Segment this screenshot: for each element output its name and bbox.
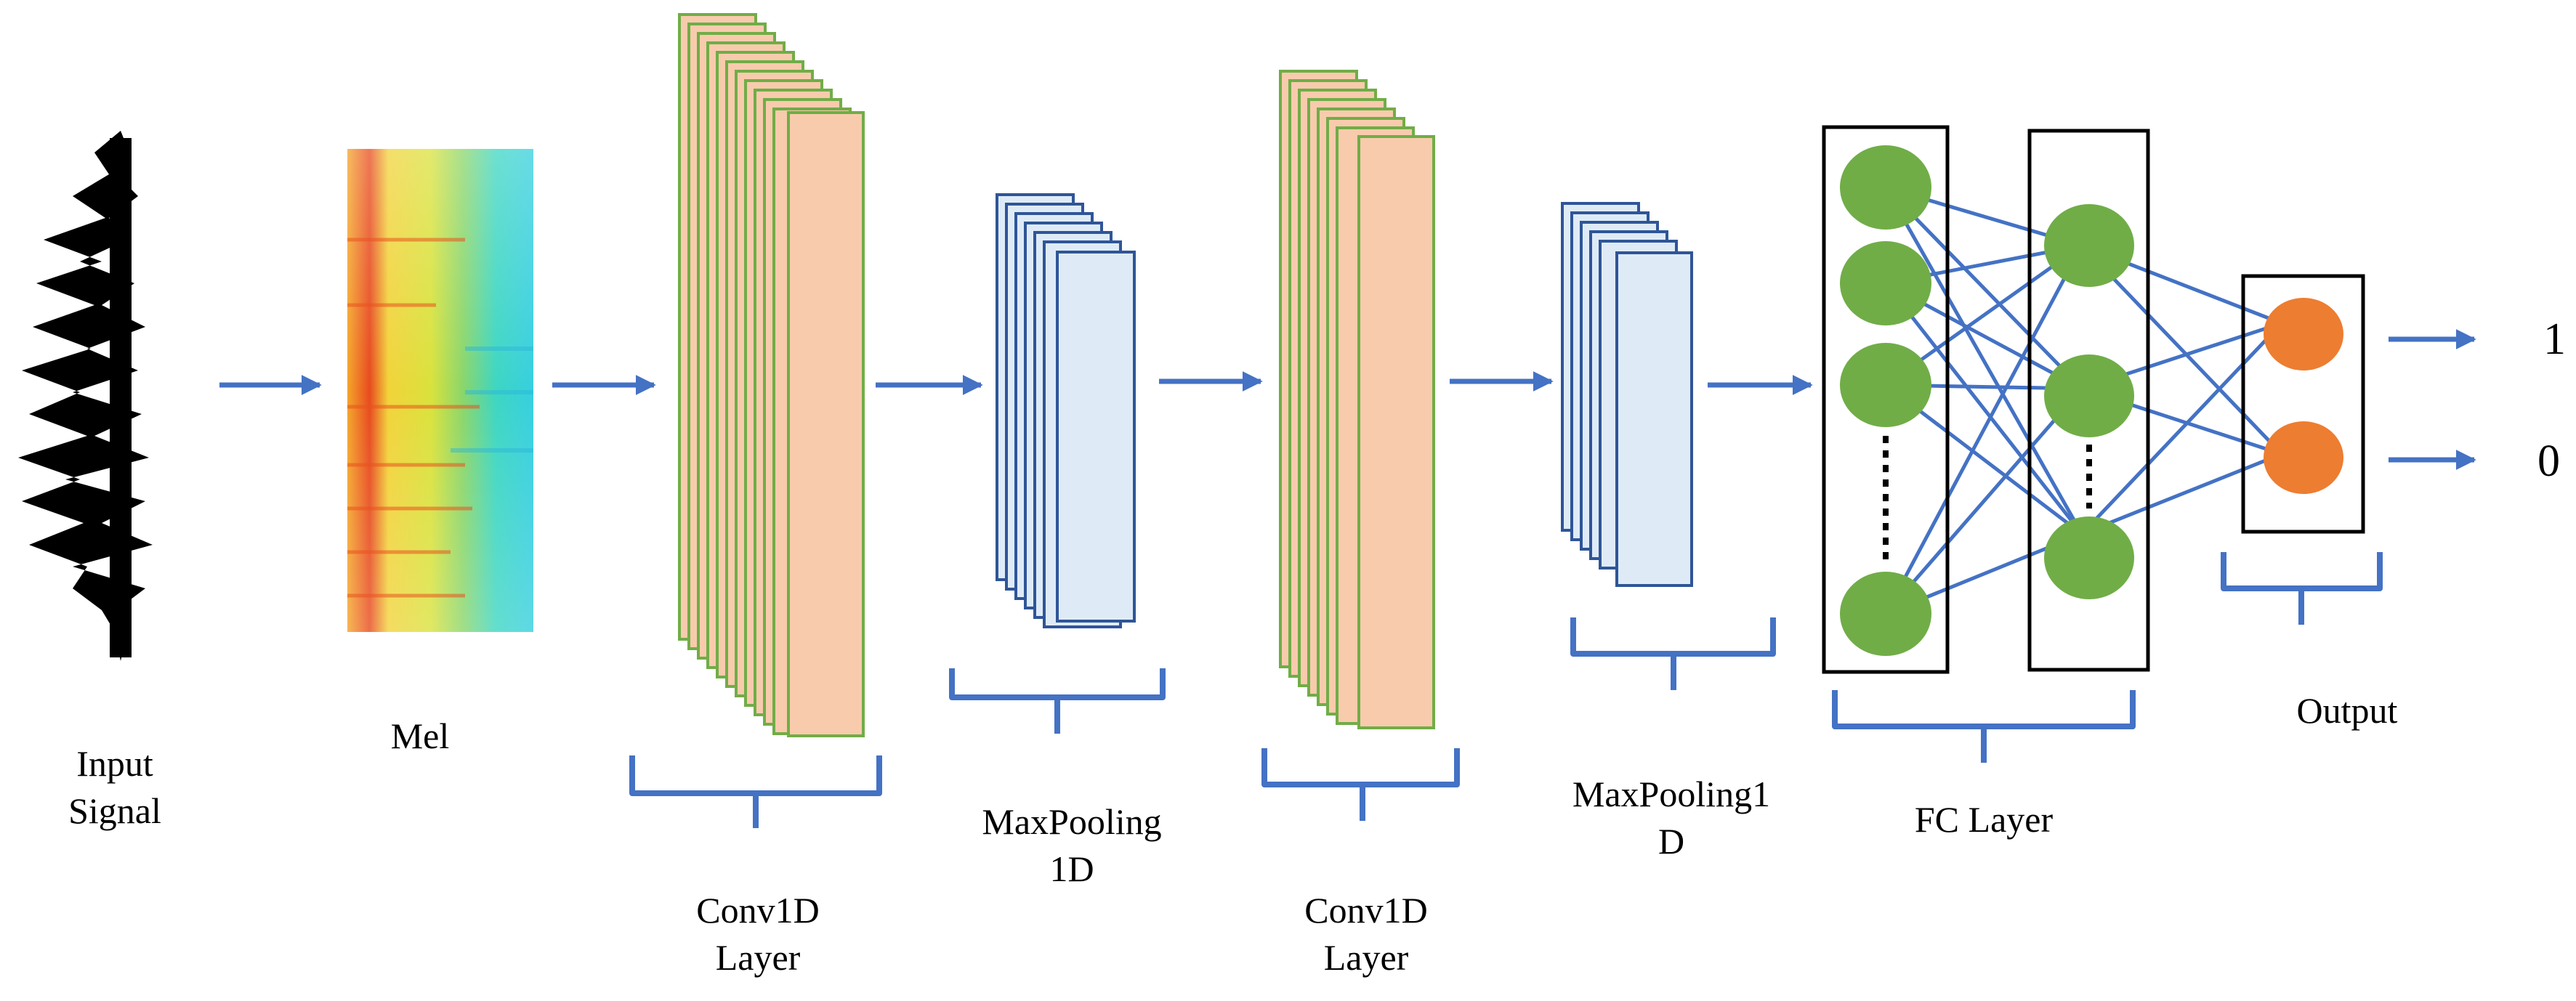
input-signal-label-line2: Signal bbox=[68, 790, 161, 831]
braces bbox=[629, 552, 2383, 828]
pool2-label-line1: MaxPooling1 bbox=[1572, 774, 1770, 814]
neuron bbox=[1840, 572, 1931, 656]
conv1-label-line2: Layer bbox=[716, 937, 801, 978]
neuron bbox=[1840, 343, 1931, 427]
pool1-label-line2: 1D bbox=[1049, 848, 1094, 889]
mel-label: Mel bbox=[391, 716, 450, 756]
output-neurons bbox=[2264, 298, 2343, 494]
maxpooling1d-layer-1 bbox=[996, 193, 1136, 628]
output-layer-box bbox=[2241, 274, 2365, 534]
flow-arrows bbox=[219, 329, 2476, 470]
maxpooling1d-layer-2 bbox=[1561, 202, 1693, 587]
neuron bbox=[1840, 145, 1931, 230]
neuron bbox=[2264, 298, 2343, 370]
fc-layer-2-box bbox=[2027, 129, 2150, 672]
brace-conv1 bbox=[629, 755, 882, 828]
brace-pool2 bbox=[1570, 617, 1776, 690]
conv1d-layer-2 bbox=[1279, 70, 1435, 729]
fc-layer-label: FC Layer bbox=[1915, 799, 2054, 840]
brace-fc bbox=[1832, 690, 2136, 763]
conv1d-layer-1 bbox=[678, 13, 865, 737]
output-value-1: 1 bbox=[2543, 315, 2566, 364]
input-signal-label-line1: Input bbox=[76, 743, 153, 784]
conv2-label-line1: Conv1D bbox=[1304, 890, 1427, 931]
fc-layer-1-box bbox=[1822, 125, 1950, 674]
audio-waveform-icon bbox=[18, 131, 153, 661]
conv1-label-line1: Conv1D bbox=[696, 890, 819, 931]
output-value-0: 0 bbox=[2537, 437, 2560, 486]
neuron bbox=[2044, 354, 2134, 437]
neuron bbox=[2044, 204, 2134, 287]
brace-output bbox=[2221, 552, 2383, 625]
pool1-label-line1: MaxPooling bbox=[982, 801, 1161, 842]
fc-layer-1-neurons bbox=[1840, 145, 1931, 656]
neuron bbox=[2264, 421, 2343, 494]
fc-layer-2-neurons bbox=[2044, 204, 2134, 599]
brace-conv2 bbox=[1261, 748, 1460, 821]
neuron bbox=[2044, 516, 2134, 599]
mel-spectrogram-image bbox=[347, 149, 533, 632]
pool2-label-line2: D bbox=[1658, 821, 1684, 862]
conv2-label-line2: Layer bbox=[1324, 937, 1409, 978]
neuron bbox=[1840, 241, 1931, 325]
brace-pool1 bbox=[949, 668, 1166, 734]
output-label: Output bbox=[2297, 690, 2398, 731]
